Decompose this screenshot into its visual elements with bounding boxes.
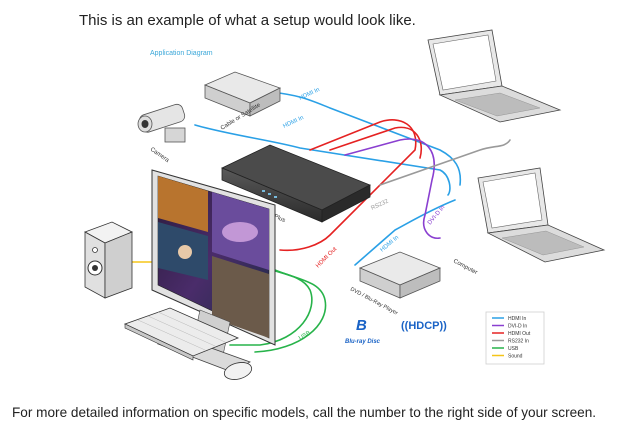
cable-satellite-box xyxy=(203,71,282,117)
label-rs232: RS232 xyxy=(370,198,390,211)
label-camera: Camera xyxy=(149,147,170,165)
cable-hdmi-in-2 xyxy=(194,124,451,196)
camera xyxy=(137,103,186,143)
cable-rs232 xyxy=(379,139,511,186)
intro-text: This is an example of what a setup would… xyxy=(79,12,416,29)
hdcp-logo: ((HDCP)) xyxy=(401,320,447,332)
speaker xyxy=(84,221,133,299)
label-usb: USB xyxy=(298,330,312,341)
legend-label-4: USB xyxy=(508,346,519,352)
label-hdmi-in-3: HDMI In xyxy=(379,235,400,254)
diagram-title: Application Diagram xyxy=(150,50,213,57)
hdmi-plus-hub xyxy=(221,144,371,223)
outro-text: For more detailed information on specifi… xyxy=(12,405,597,420)
cable-dvi-in xyxy=(344,138,441,240)
keyboard xyxy=(123,307,240,361)
cable-hdmi-out-2 xyxy=(329,126,422,159)
legend-label-1: DVI-D In xyxy=(508,324,527,330)
bluray-logo: B Blu-ray Disc xyxy=(345,317,381,345)
dvd-player xyxy=(358,251,442,299)
legend-label-3: RS232 In xyxy=(508,339,529,345)
cable-hdmi-out xyxy=(279,119,417,252)
laptop-computer xyxy=(477,167,606,263)
legend-label-2: HDMI Out xyxy=(508,331,531,337)
svg-text:B: B xyxy=(356,317,367,334)
label-hdmi-out: HDMI Out xyxy=(315,246,338,269)
label-computer: Computer xyxy=(452,258,478,276)
cable-hdmi-in-1 xyxy=(269,91,462,186)
laptop-top xyxy=(427,29,562,123)
label-hdmi-in-2: HDMI In xyxy=(282,115,304,130)
cable-hdmi-in-3 xyxy=(354,199,456,266)
legend-label-0: HDMI In xyxy=(508,316,527,322)
legend-label-5: Sound xyxy=(508,354,523,360)
mouse xyxy=(223,362,253,380)
bluray-logo-text: Blu-ray Disc xyxy=(345,339,381,345)
monitor xyxy=(151,169,276,373)
